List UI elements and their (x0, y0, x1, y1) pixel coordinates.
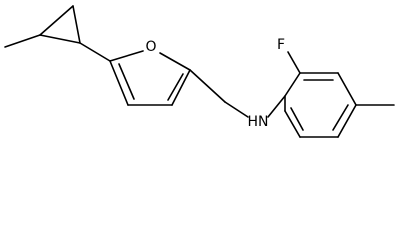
furan-double-bond-inner (167, 73, 184, 101)
methylene-bond (189, 69, 226, 103)
aminomethyl-linker: HN (189, 69, 286, 130)
cyclopropane-bond (72, 5, 81, 44)
furan-bond (171, 69, 191, 106)
benzene-substituents: F (277, 37, 395, 106)
benzene-double-bond-inner (332, 104, 349, 131)
benzene-bond (284, 72, 301, 97)
cyclopropane-bond (39, 5, 74, 36)
benzene-bond (337, 72, 357, 106)
amine-atom-label: HN (248, 114, 269, 130)
furan-bond (159, 52, 191, 71)
benzene-double-bond-inner (290, 107, 304, 131)
cyclopropane-bond (39, 34, 81, 44)
benzene-ring (284, 72, 357, 138)
furan-double-bond-inner (118, 63, 135, 100)
methylcyclopropyl-group (4, 5, 111, 62)
oxygen-atom-label: O (145, 39, 156, 55)
molecule-diagram: O HN F (4, 5, 395, 138)
cyclopropyl-furan-bond (79, 42, 111, 62)
benzene-bond (284, 110, 301, 138)
furan-bond (109, 50, 144, 62)
nh-aryl-bond (267, 95, 286, 118)
furan-ring: O (109, 39, 191, 106)
benzene-bond (337, 104, 357, 138)
furan-bond (109, 60, 129, 106)
fluorine-atom-label: F (277, 37, 285, 53)
nh-bond (224, 101, 249, 118)
fluoro-bond (287, 51, 301, 74)
methyl-bond (4, 34, 41, 48)
